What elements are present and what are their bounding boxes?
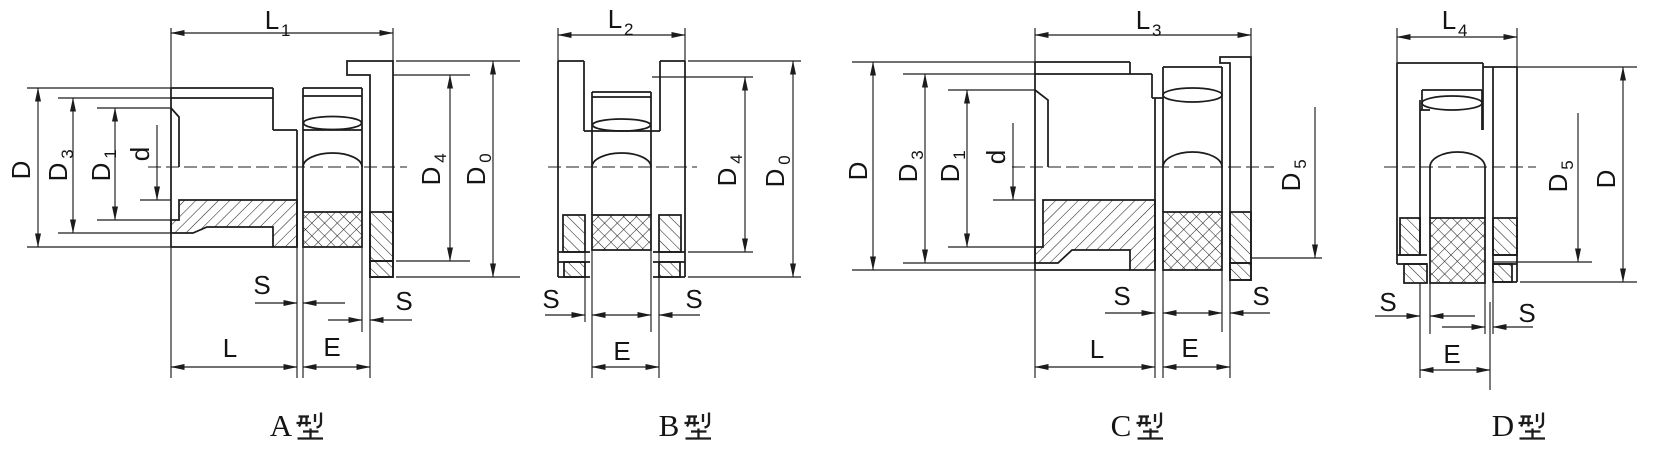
dim-label-D5: D: [1543, 174, 1573, 193]
elastomer-dome: [1162, 151, 1223, 168]
labels: L 3 D D 3 D 1 d D 5 S S L E C: [843, 5, 1310, 443]
right-rim-hatch: [1492, 263, 1513, 283]
pin-head-ellipse: [591, 118, 652, 132]
left-rim-hatch: [1403, 263, 1428, 284]
body-section: [170, 60, 394, 278]
body-section: [1034, 56, 1252, 281]
dim-label-L1: L: [265, 5, 279, 35]
right-flange-hatch: [658, 214, 682, 253]
dim-label-L: L: [1090, 334, 1104, 364]
dim-label-D3: D: [893, 164, 923, 183]
dim-label-D1: D: [86, 163, 116, 182]
figure-type-d: L 4 D 5 D S S E D: [1375, 5, 1637, 443]
dim-sub-D1: 1: [950, 150, 969, 159]
left-flange-hatch: [562, 214, 586, 253]
dimension-lines: [1375, 28, 1637, 390]
elastomer-dome: [1429, 151, 1486, 168]
dim-sub-D1: 1: [101, 149, 120, 158]
dim-label-E: E: [613, 336, 630, 366]
flange-hatch: [369, 211, 394, 262]
dim-label-D: D: [6, 161, 36, 180]
right-rim-hatch: [658, 261, 681, 278]
dim-label-d: d: [981, 150, 1011, 164]
dim-sub-D4: 4: [431, 153, 450, 162]
dim-label-E: E: [1181, 333, 1198, 363]
dim-label-E: E: [323, 332, 340, 362]
hub-hatch: [1034, 199, 1156, 271]
dim-label-D0: D: [760, 169, 790, 188]
kanji-xing-icon: [1517, 411, 1547, 440]
hub-hatch: [170, 199, 298, 248]
elastomer-dome: [302, 152, 363, 168]
dim-label-S-left: S: [542, 284, 559, 314]
dim-label-S-right: S: [685, 284, 702, 314]
dim-label-D4: D: [712, 168, 742, 187]
dim-label-L4: L: [1442, 5, 1456, 35]
figure-title-letter: B: [659, 408, 680, 443]
dim-label-D: D: [843, 162, 873, 181]
dim-sub-L3: 3: [1152, 21, 1161, 40]
kanji-xing-icon: [1135, 411, 1165, 440]
right-flange-hatch: [1492, 217, 1518, 256]
flange-rim-hatch: [369, 260, 394, 278]
left-rim-hatch: [563, 261, 586, 278]
elastomer-hatch: [1162, 211, 1223, 271]
dim-label-S-right: S: [1252, 281, 1269, 311]
dim-label-L2: L: [608, 4, 622, 34]
body-section: [1396, 62, 1518, 284]
dim-sub-L4: 4: [1458, 21, 1467, 40]
dim-sub-D5: 5: [1558, 160, 1577, 169]
figure-type-b: L 2 D 4 D 0 S S E B: [542, 4, 801, 443]
dim-label-D5: D: [1276, 173, 1306, 192]
kanji-xing-icon: [683, 411, 713, 440]
dim-label-S-right: S: [395, 286, 412, 316]
dim-sub-D0: 0: [775, 155, 794, 164]
dim-label-D4: D: [416, 167, 446, 186]
flange-rim-hatch: [1229, 262, 1252, 281]
dim-label-L3: L: [1136, 5, 1150, 35]
figure-type-c: L 3 D D 3 D 1 d D 5 S S L E C: [843, 5, 1322, 443]
figure-title-letter: C: [1111, 408, 1132, 443]
dim-label-S-left: S: [1113, 281, 1130, 311]
pin-head-ellipse: [1421, 95, 1483, 111]
figure-type-a: L 1 D D 3 D 1 d D 4 D 0 S S L E A: [6, 5, 520, 443]
left-flange-hatch: [1399, 217, 1421, 256]
dim-label-D0: D: [461, 167, 491, 186]
dimension-lines: [27, 28, 520, 378]
dim-label-D1: D: [935, 164, 965, 183]
dim-label-L: L: [223, 333, 237, 363]
kanji-xing-icon: [295, 411, 325, 440]
dim-sub-D4: 4: [727, 154, 746, 163]
labels: L 1 D D 3 D 1 d D 4 D 0 S S L E A: [6, 5, 495, 443]
dim-label-D3: D: [43, 163, 73, 182]
figure-title-letter: A: [270, 408, 293, 443]
body-section: [557, 60, 686, 278]
elastomer-hatch: [302, 211, 363, 248]
dim-sub-D0: 0: [476, 153, 495, 162]
labels: L 4 D 5 D S S E D: [1379, 5, 1621, 443]
dim-label-d: d: [125, 147, 155, 161]
elastomer-hatch: [1429, 217, 1486, 284]
dim-sub-D5: 5: [1291, 159, 1310, 168]
dim-label-S-right: S: [1518, 298, 1535, 328]
dim-sub-L2: 2: [624, 20, 633, 39]
dim-sub-L1: 1: [281, 21, 290, 40]
dim-sub-D3: 3: [908, 150, 927, 159]
pin-head-ellipse: [302, 115, 363, 131]
dimension-lines: [852, 28, 1322, 378]
flange-hatch: [1229, 211, 1252, 264]
dim-label-E: E: [1443, 339, 1460, 369]
pin-head-ellipse: [1162, 87, 1223, 103]
figure-title-letter: D: [1492, 408, 1514, 443]
elastomer-dome: [591, 152, 652, 168]
dimension-lines: [545, 28, 801, 378]
dim-label-S-left: S: [253, 270, 270, 300]
dim-label-D: D: [1591, 170, 1621, 189]
dim-sub-D3: 3: [58, 149, 77, 158]
labels: L 2 D 4 D 0 S S E B: [542, 4, 794, 443]
elastomer-hatch: [591, 214, 652, 251]
dim-label-S-left: S: [1379, 287, 1396, 317]
